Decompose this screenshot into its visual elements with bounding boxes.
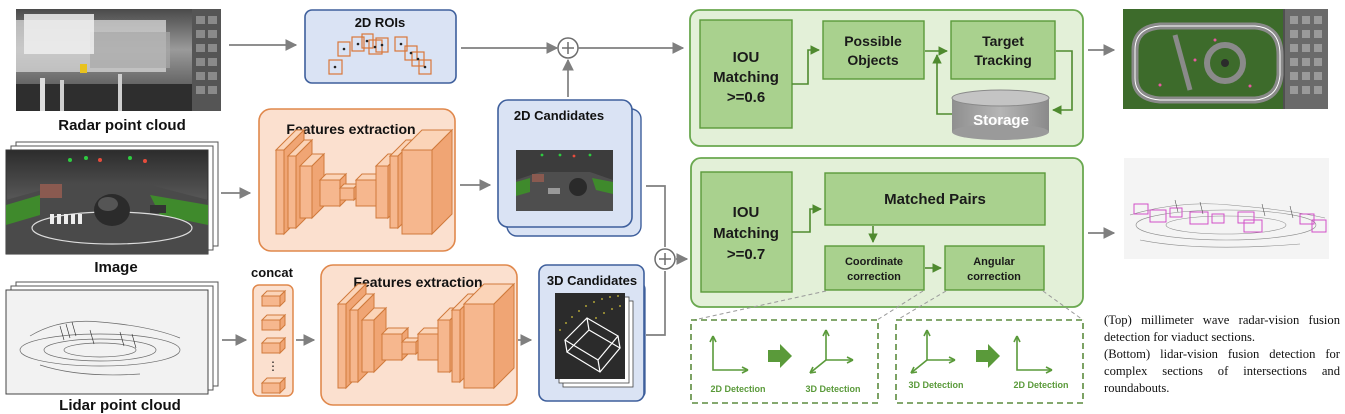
network-layer-block [462,282,516,390]
network-layer-block [338,182,360,202]
concat-cube [260,313,287,332]
lidar-fusion-result-image [1124,158,1329,259]
coord-line1: Coordinate [845,256,903,268]
camera-image-stack [5,141,219,255]
rois-box [304,9,457,84]
features-bottom-title: Features extraction [353,274,482,290]
detail-right-arrow [976,344,1000,368]
angular-correction-box [944,245,1045,291]
iou-top-line3: >=0.6 [727,89,765,106]
storage-label: Storage [973,112,1029,129]
coordinate-correction-box [824,245,925,291]
fusion-plus-top [557,37,579,59]
angular-line1: Angular [973,256,1015,268]
network-layer-block [360,306,388,374]
top-panel-arrows [792,45,1073,115]
bottom-panel-arrows [792,204,942,273]
caption-top: (Top) millimeter wave radar-vision fusio… [1104,313,1340,344]
detail-left-arrow [768,344,792,368]
cand3d-title: 3D Candidates [547,273,637,288]
network-top-graphic [274,128,454,236]
concat-cube [260,376,287,395]
iou-top-line2: Matching [713,69,779,86]
concat-feature-cubes [260,289,287,395]
angular-line2: correction [967,271,1021,283]
radar-fusion-result-image [1123,9,1328,109]
lidar-pointcloud-stack [5,281,219,395]
roi-points [333,39,427,69]
coord-line2: correction [847,271,901,283]
iou-top-line1: IOU [733,49,760,66]
detail-connectors [693,290,1084,321]
concat-dots: ⋮ [267,359,279,373]
detail-left-axes [709,329,854,374]
radar-label: Radar point cloud [58,117,186,134]
detail-left-to: 3D Detection [805,384,860,394]
roi-boxes [328,33,432,75]
concat-cube [260,289,287,308]
image-label: Image [94,259,137,276]
cand3d-pointcloud-image [555,293,634,388]
network-layer-block [400,336,422,356]
concat-label: concat [251,265,294,280]
possible-objects-box [822,20,925,80]
detail-right-to: 2D Detection [1013,380,1068,390]
matched-pairs-box [824,172,1046,226]
cand2d-title: 2D Candidates [514,108,604,123]
network-bottom-graphic [336,282,516,390]
iou-bottom-line1: IOU [733,204,760,221]
features-top-title: Features extraction [286,121,415,137]
tracking-line1: Target [982,33,1024,49]
detail-left-from: 2D Detection [710,384,765,394]
figure-caption: (Top) millimeter wave radar-vision fusio… [1104,312,1340,397]
iou-bottom-line2: Matching [713,225,779,242]
target-tracking-box [950,20,1056,80]
caption-bottom: (Bottom) lidar-vision fusion detection f… [1104,347,1340,395]
detail-right-from: 3D Detection [908,380,963,390]
lidar-label: Lidar point cloud [59,397,181,414]
rois-title: 2D ROIs [355,15,406,30]
iou-bottom-line3: >=0.7 [727,246,765,263]
concat-cube [260,336,287,355]
storage-cylinder [951,89,1050,140]
fusion-plus-bottom [654,248,676,270]
network-layer-block [400,128,454,236]
possible-line1: Possible [844,33,902,49]
iou-bottom-box [700,171,793,293]
flow-arrows [221,39,1116,346]
tracking-line2: Tracking [974,52,1032,68]
detail-right-axes [910,329,1053,374]
possible-line2: Objects [847,52,899,68]
radar-pointcloud-image [16,9,221,111]
iou-top-box [699,19,793,129]
cand2d-scene-image [516,150,613,211]
matched-pairs-label: Matched Pairs [884,191,986,208]
